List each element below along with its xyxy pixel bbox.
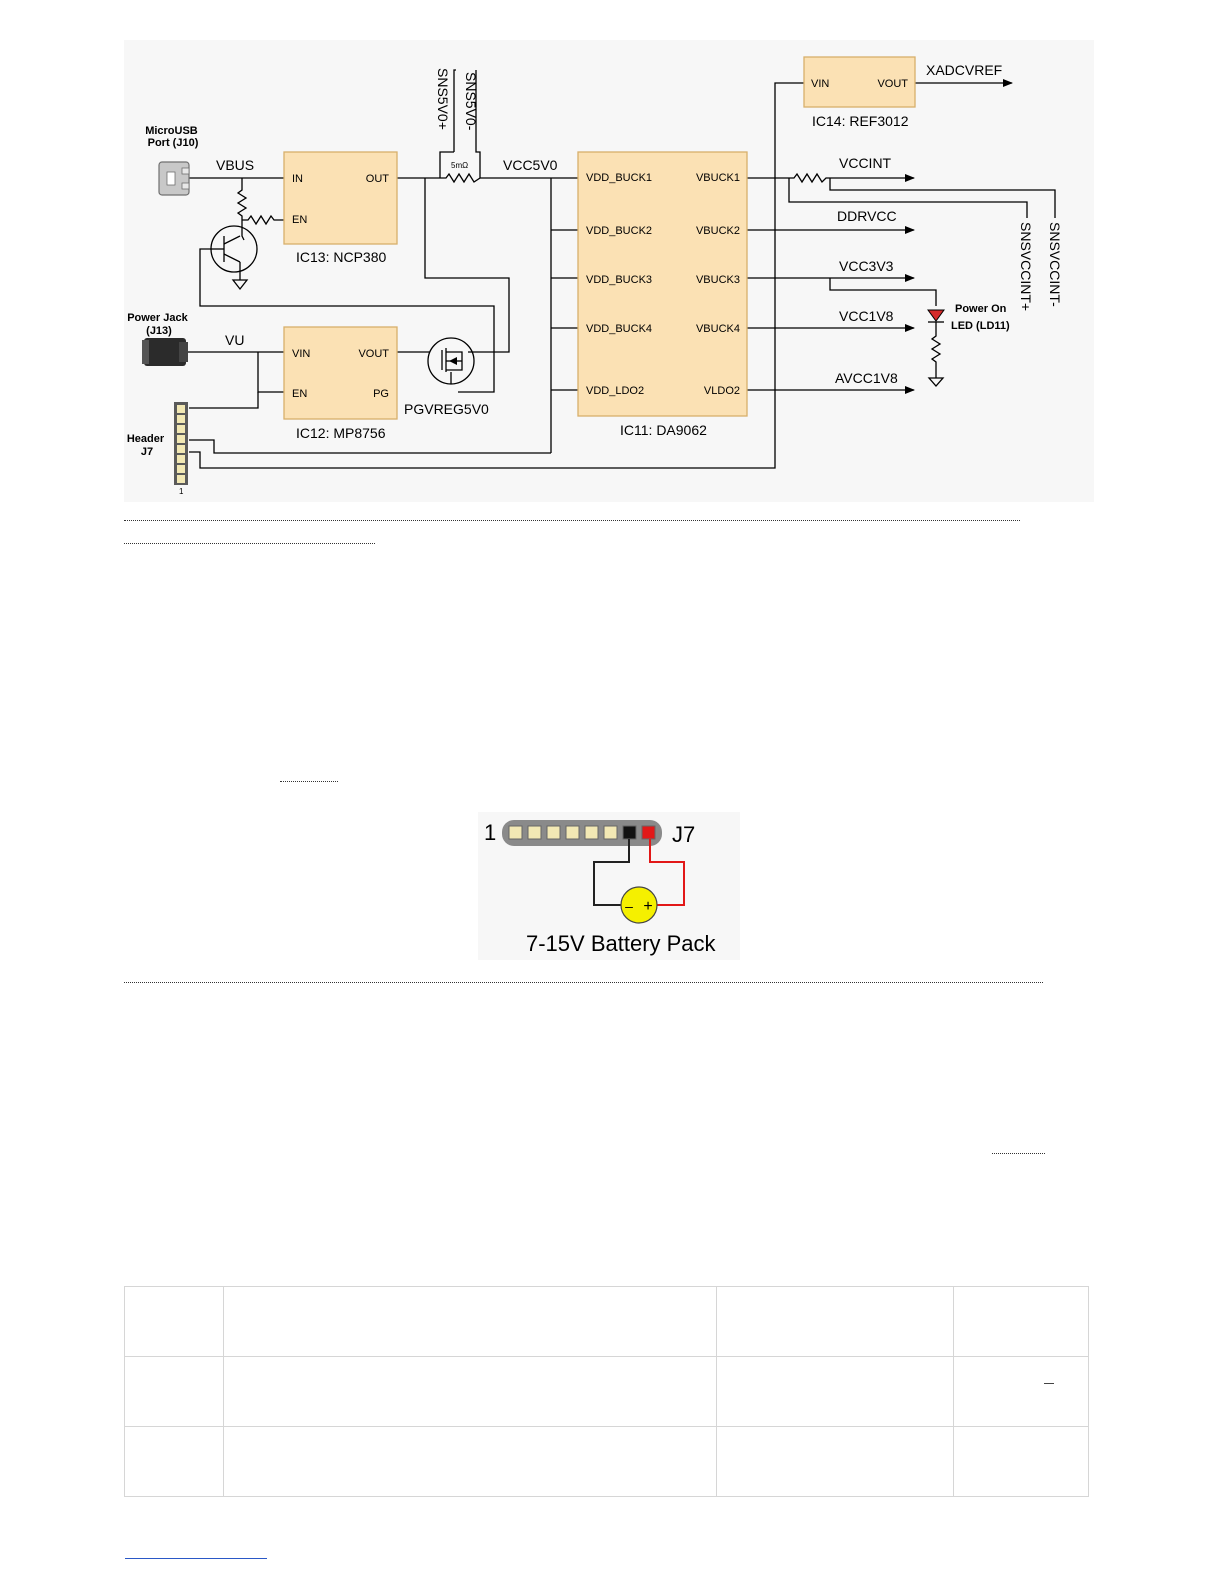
mosfet-symbol bbox=[427, 337, 475, 385]
micro-usb-port-icon bbox=[158, 161, 190, 196]
table-row bbox=[124, 1356, 1089, 1427]
battery-icon bbox=[620, 886, 658, 924]
ic13-pin-out: OUT bbox=[366, 173, 390, 185]
net-sns5v0-pos-label: SNS5V0+ bbox=[435, 68, 451, 130]
header-j7-label: Header J7 bbox=[127, 433, 167, 458]
header-pin-ground bbox=[622, 825, 637, 840]
power-jack-label: Power Jack (J13) bbox=[127, 312, 191, 337]
net-vcc5v0-label: VCC5V0 bbox=[503, 157, 558, 173]
table-cell bbox=[953, 1286, 1089, 1357]
net-vu-label: VU bbox=[225, 332, 244, 348]
footer-link[interactable] bbox=[125, 1558, 267, 1559]
table-mark bbox=[1044, 1383, 1054, 1384]
separator-line bbox=[992, 1153, 1045, 1154]
table-cell bbox=[124, 1356, 224, 1427]
net-sns5v0-neg-label: SNS5V0- bbox=[463, 72, 479, 131]
header-j7-icon bbox=[174, 402, 188, 485]
header-pin bbox=[508, 825, 618, 840]
table-cell bbox=[124, 1426, 224, 1497]
net-avcc1v8-label: AVCC1V8 bbox=[835, 370, 898, 386]
ic11-pin-vdd-buck1: VDD_BUCK1 bbox=[586, 172, 652, 184]
usb-port-label: MicroUSB Port (J10) bbox=[145, 125, 201, 149]
ic13-pin-en: EN bbox=[292, 214, 307, 226]
net-xadcvref-label: XADCVREF bbox=[926, 62, 1002, 78]
table-cell bbox=[953, 1356, 1089, 1427]
ic14-pin-vout: VOUT bbox=[877, 78, 908, 90]
table-cell bbox=[223, 1286, 717, 1357]
shunt-value-label: 5mΩ bbox=[451, 161, 468, 170]
net-vbus-label: VBUS bbox=[216, 157, 254, 173]
power-circuit-diagram: MicroUSB Port (J10) Power Jack (J13) Hea… bbox=[124, 40, 1094, 502]
ic13-chip bbox=[283, 151, 398, 245]
battery-pack-caption: 7-15V Battery Pack bbox=[526, 931, 717, 956]
ic14-pin-vin: VIN bbox=[811, 78, 829, 90]
header-j7-connector bbox=[502, 820, 662, 846]
table-cell bbox=[716, 1356, 954, 1427]
table-row bbox=[124, 1426, 1089, 1497]
ic11-pin-vbuck3: VBUCK3 bbox=[696, 274, 740, 286]
ic11-pin-vbuck1: VBUCK1 bbox=[696, 172, 740, 184]
ic12-chip bbox=[283, 326, 398, 420]
transistor-symbol bbox=[210, 225, 258, 273]
ic11-pin-vdd-ldo2: VDD_LDO2 bbox=[586, 385, 644, 397]
table-cell bbox=[223, 1356, 717, 1427]
table-cell bbox=[716, 1426, 954, 1497]
data-table bbox=[124, 1286, 1089, 1497]
net-vcc3v3-label: VCC3V3 bbox=[839, 258, 894, 274]
ic12-pin-pg: PG bbox=[373, 388, 389, 400]
ic13-name: IC13: NCP380 bbox=[296, 249, 386, 265]
ic11-pin-vdd-buck2: VDD_BUCK2 bbox=[586, 225, 652, 237]
header-j7-label: J7 bbox=[672, 822, 695, 847]
ic11-pin-vldo2: VLDO2 bbox=[704, 385, 740, 397]
net-ddrvcc-label: DDRVCC bbox=[837, 208, 897, 224]
net-snsvccint-neg-label: SNSVCCINT- bbox=[1047, 222, 1063, 307]
power-led-icon bbox=[927, 309, 945, 322]
separator-line bbox=[280, 781, 338, 782]
separator-line bbox=[124, 520, 1020, 521]
power-led-label: Power On LED (LD11) bbox=[951, 303, 1010, 332]
ic12-pin-vin: VIN bbox=[292, 348, 310, 360]
battery-pack-diagram: 1 J7 – + 7-15V Battery Pack bbox=[478, 812, 740, 960]
ic12-pin-vout: VOUT bbox=[358, 348, 389, 360]
ic14-chip bbox=[803, 56, 916, 108]
net-vcc1v8-label: VCC1V8 bbox=[839, 308, 894, 324]
table-cell bbox=[223, 1426, 717, 1497]
ic12-name: IC12: MP8756 bbox=[296, 425, 386, 441]
net-snsvccint-pos-label: SNSVCCINT+ bbox=[1018, 222, 1034, 311]
separator-line bbox=[124, 982, 1043, 983]
ic11-chip bbox=[577, 151, 748, 417]
header-pin-one-label: 1 bbox=[179, 487, 184, 496]
ic11-pin-vbuck2: VBUCK2 bbox=[696, 225, 740, 237]
header-pin-power bbox=[641, 825, 656, 840]
net-vccint-label: VCCINT bbox=[839, 155, 892, 171]
battery-minus-label: – bbox=[625, 898, 633, 914]
net-pgvreg5v0-label: PGVREG5V0 bbox=[404, 401, 489, 417]
separator-line bbox=[124, 543, 375, 544]
table-cell bbox=[953, 1426, 1089, 1497]
power-jack-icon bbox=[142, 338, 188, 366]
ic13-pin-in: IN bbox=[292, 173, 303, 185]
ic12-pin-en: EN bbox=[292, 388, 307, 400]
table-cell bbox=[124, 1286, 224, 1357]
ic11-pin-vdd-buck3: VDD_BUCK3 bbox=[586, 274, 652, 286]
ic11-pin-vdd-buck4: VDD_BUCK4 bbox=[586, 323, 652, 335]
ic11-name: IC11: DA9062 bbox=[620, 422, 707, 438]
table-row bbox=[124, 1286, 1089, 1357]
table-cell bbox=[716, 1286, 954, 1357]
header-pin-one-label: 1 bbox=[484, 820, 496, 845]
ic14-name: IC14: REF3012 bbox=[812, 113, 909, 129]
ic11-pin-vbuck4: VBUCK4 bbox=[696, 323, 740, 335]
battery-plus-label: + bbox=[643, 898, 652, 915]
